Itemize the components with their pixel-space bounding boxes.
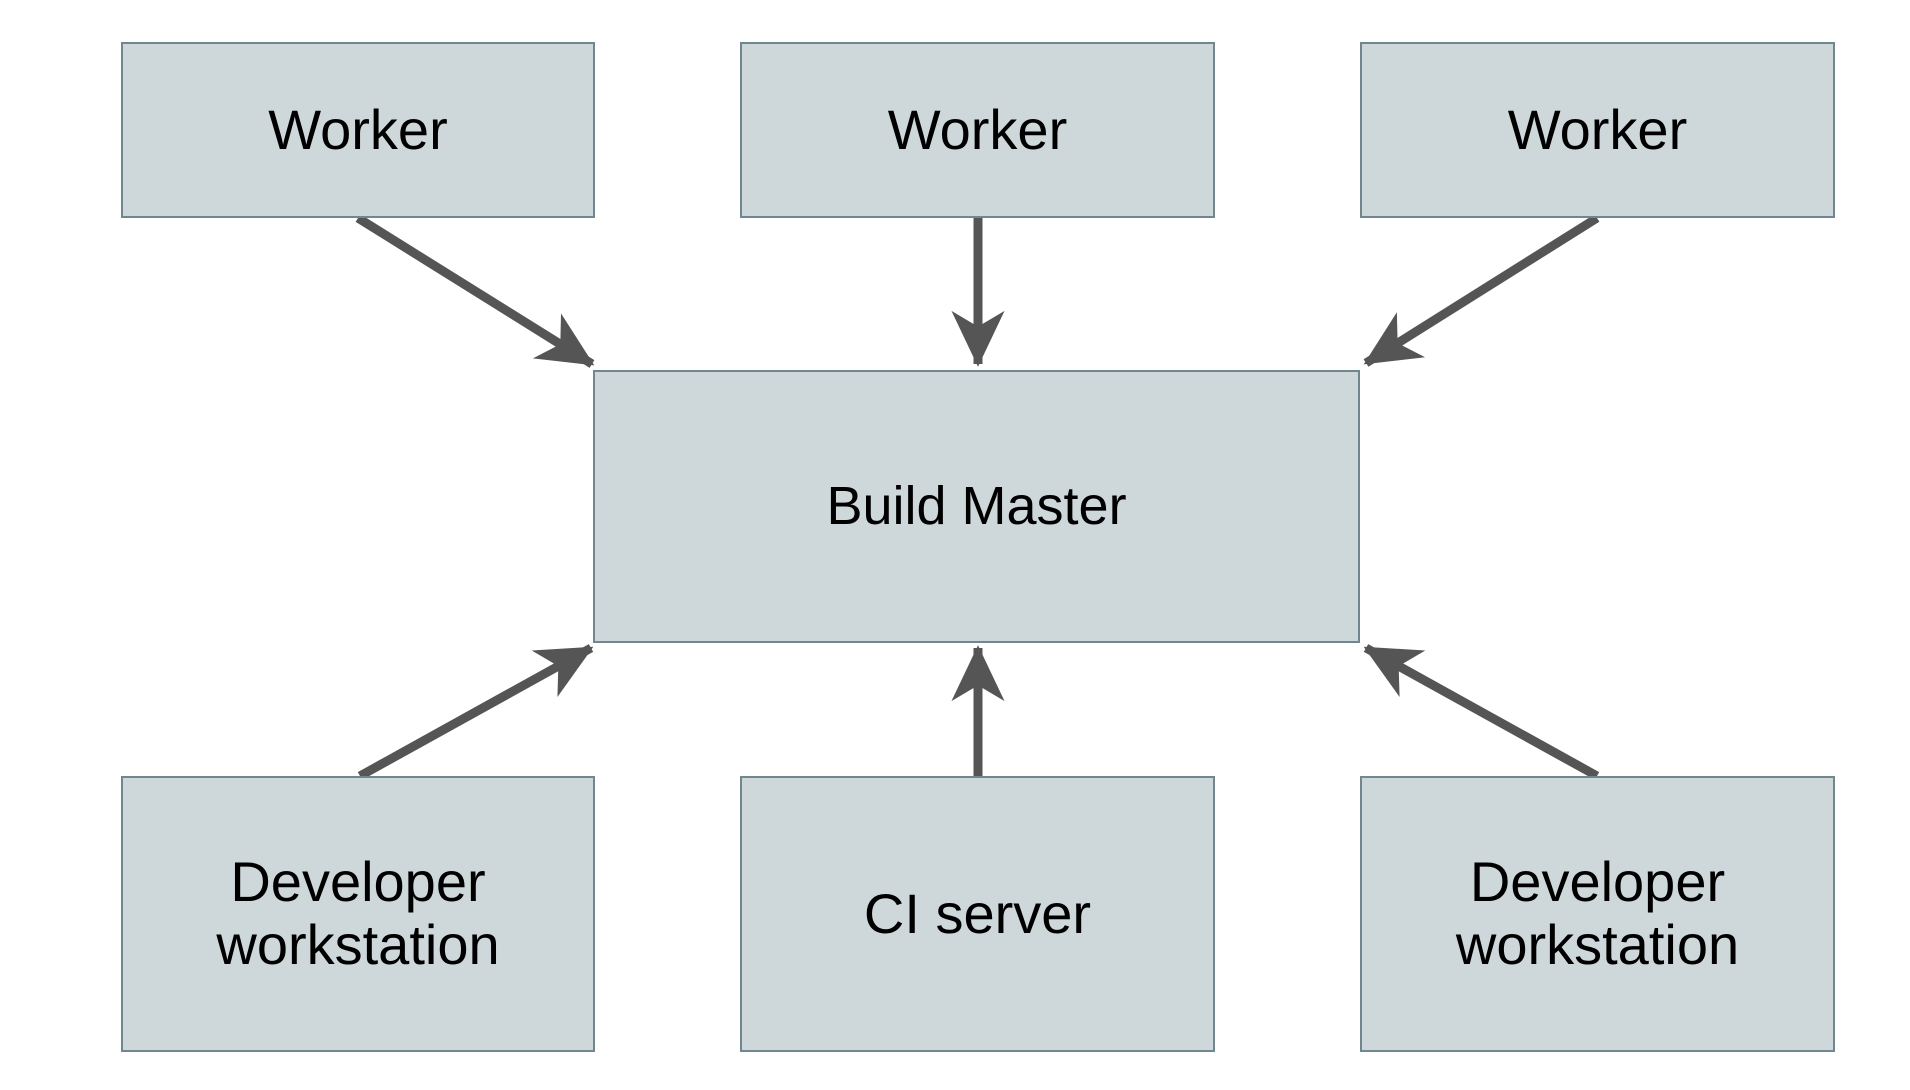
- node-worker-2[interactable]: Worker: [740, 42, 1215, 218]
- node-worker-3[interactable]: Worker: [1360, 42, 1835, 218]
- node-worker-2-label: Worker: [887, 97, 1068, 161]
- edge-devws1-to-master: [357, 644, 594, 780]
- edge-devws2-to-master: [1363, 644, 1600, 780]
- node-developer-workstation-1-label: Developer workstation: [216, 850, 500, 976]
- node-worker-3-label: Worker: [1507, 97, 1688, 161]
- node-developer-workstation-2[interactable]: Developer workstation: [1360, 776, 1835, 1052]
- edge-worker1-to-master: [355, 214, 595, 368]
- node-developer-workstation-2-label: Developer workstation: [1455, 850, 1740, 976]
- node-build-master[interactable]: Build Master: [593, 370, 1360, 643]
- node-ci-server-label: CI server: [863, 881, 1092, 945]
- node-build-master-label: Build Master: [826, 476, 1127, 537]
- edge-worker3-to-master: [1363, 214, 1600, 367]
- node-developer-workstation-1[interactable]: Developer workstation: [121, 776, 595, 1052]
- node-ci-server[interactable]: CI server: [740, 776, 1215, 1052]
- node-worker-1-label: Worker: [268, 97, 448, 161]
- node-worker-1[interactable]: Worker: [121, 42, 595, 218]
